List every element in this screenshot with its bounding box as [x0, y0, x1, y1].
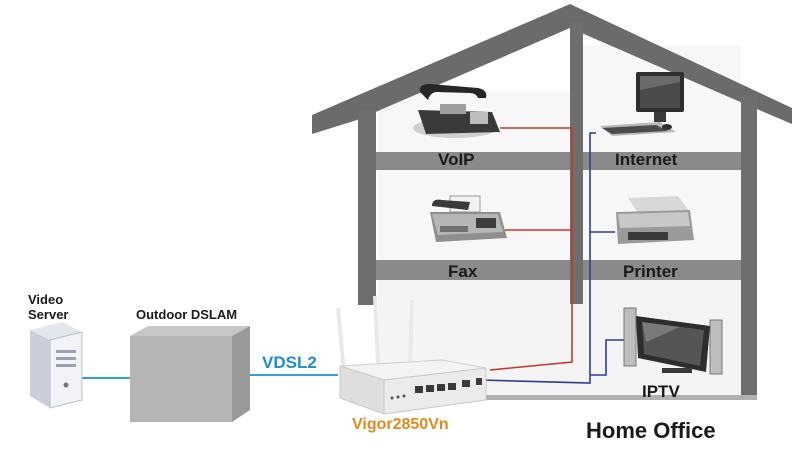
voip-cable [489, 127, 573, 371]
ground-line [376, 395, 757, 400]
voip-label: VoIP [438, 150, 475, 169]
internet-cable [479, 132, 596, 384]
phone-icon [413, 84, 500, 138]
floor-upper-right [583, 152, 741, 170]
video-server-label-line2: Server [28, 307, 69, 322]
floor-middle-left [376, 260, 570, 280]
vdsl2-label: VDSL2 [262, 353, 317, 372]
home-office-label: Home Office [586, 418, 716, 443]
iptv-label: IPTV [642, 382, 680, 401]
cables [78, 127, 635, 384]
printer-label: Printer [623, 262, 678, 281]
floor-middle-right [583, 260, 741, 280]
router-icon [336, 295, 487, 415]
video-server-label-line1: Video [28, 292, 64, 307]
router-model-label: Vigor2850Vn [352, 416, 449, 433]
tv-icon [623, 307, 723, 375]
computer-icon [600, 72, 684, 136]
internet-label: Internet [615, 150, 678, 169]
floor-upper-left [376, 152, 570, 170]
dslam-label: Outdoor DSLAM [136, 307, 238, 322]
right-wall [741, 95, 757, 397]
fax-label: Fax [448, 262, 478, 281]
printer-icon [616, 196, 694, 244]
center-wall [570, 22, 583, 304]
dslam-box [130, 326, 250, 422]
left-wall [358, 110, 376, 305]
server-icon [30, 322, 83, 409]
iptv-cable [590, 339, 635, 376]
roof [312, 4, 792, 134]
fax-icon [430, 195, 507, 242]
